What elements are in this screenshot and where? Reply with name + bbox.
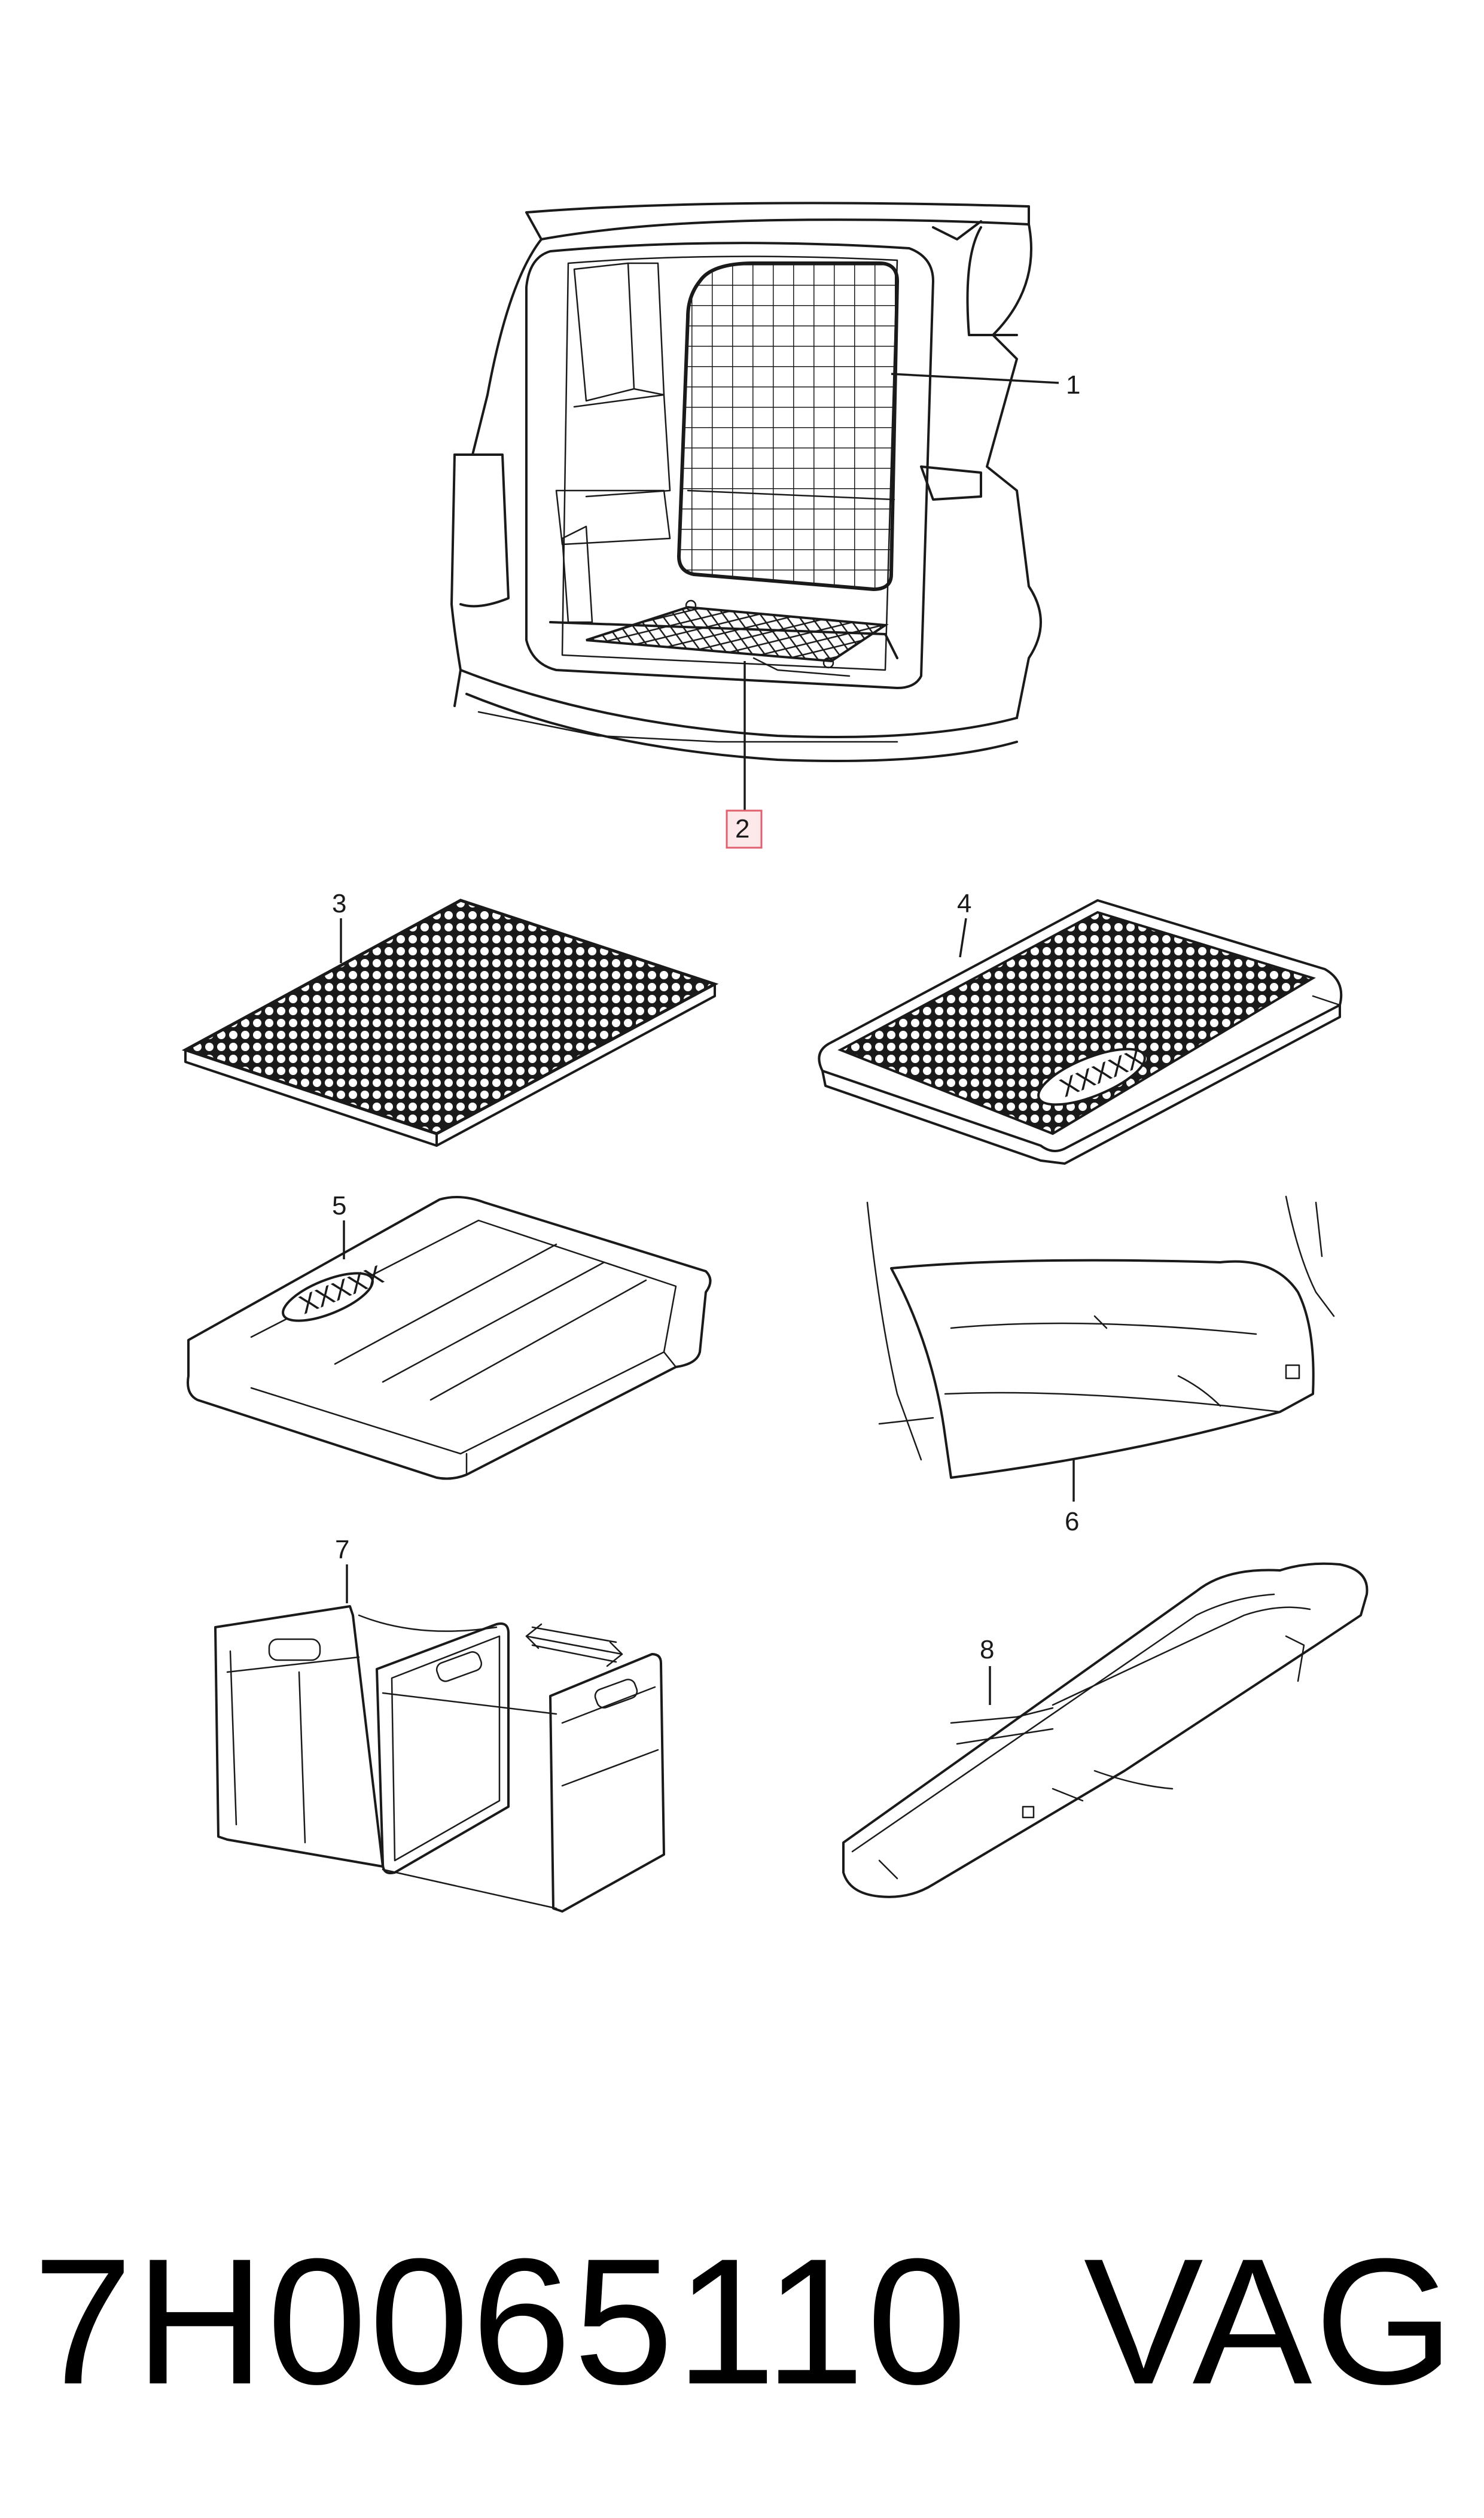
callout-7: 7 [335,1535,349,1564]
leader-line-1 [891,373,1059,384]
foldable-storage-box [214,1605,665,1913]
callout-2-highlight [726,809,763,849]
luggage-cover-roller-blind [842,1562,1369,1898]
bumper-protection-cover [866,1195,1335,1479]
callout-1: 1 [1066,370,1080,400]
vehicle-rear-illustration [450,202,1042,762]
brand-label: VAG [1083,2221,1456,2422]
callout-8: 8 [980,1635,994,1664]
luggage-tray: XXXXX [187,1196,712,1480]
cargo-net [586,599,889,669]
footer-part-number-row: 7H0065110 VAG [33,2213,1456,2429]
luggage-mat-rubber: XXXXX [818,899,1343,1165]
leader-line-4 [959,918,967,958]
floor-mat-honeycomb [181,899,719,1147]
callout-3: 3 [332,889,346,918]
callout-6: 6 [1065,1507,1079,1536]
callout-2: 2 [735,814,749,844]
callout-5: 5 [332,1191,346,1220]
luggage-tray-logo: XXXXX [295,1260,387,1320]
partition-grille [677,261,900,592]
part-number: 7H0065110 [33,2221,970,2422]
callout-4: 4 [957,889,971,918]
